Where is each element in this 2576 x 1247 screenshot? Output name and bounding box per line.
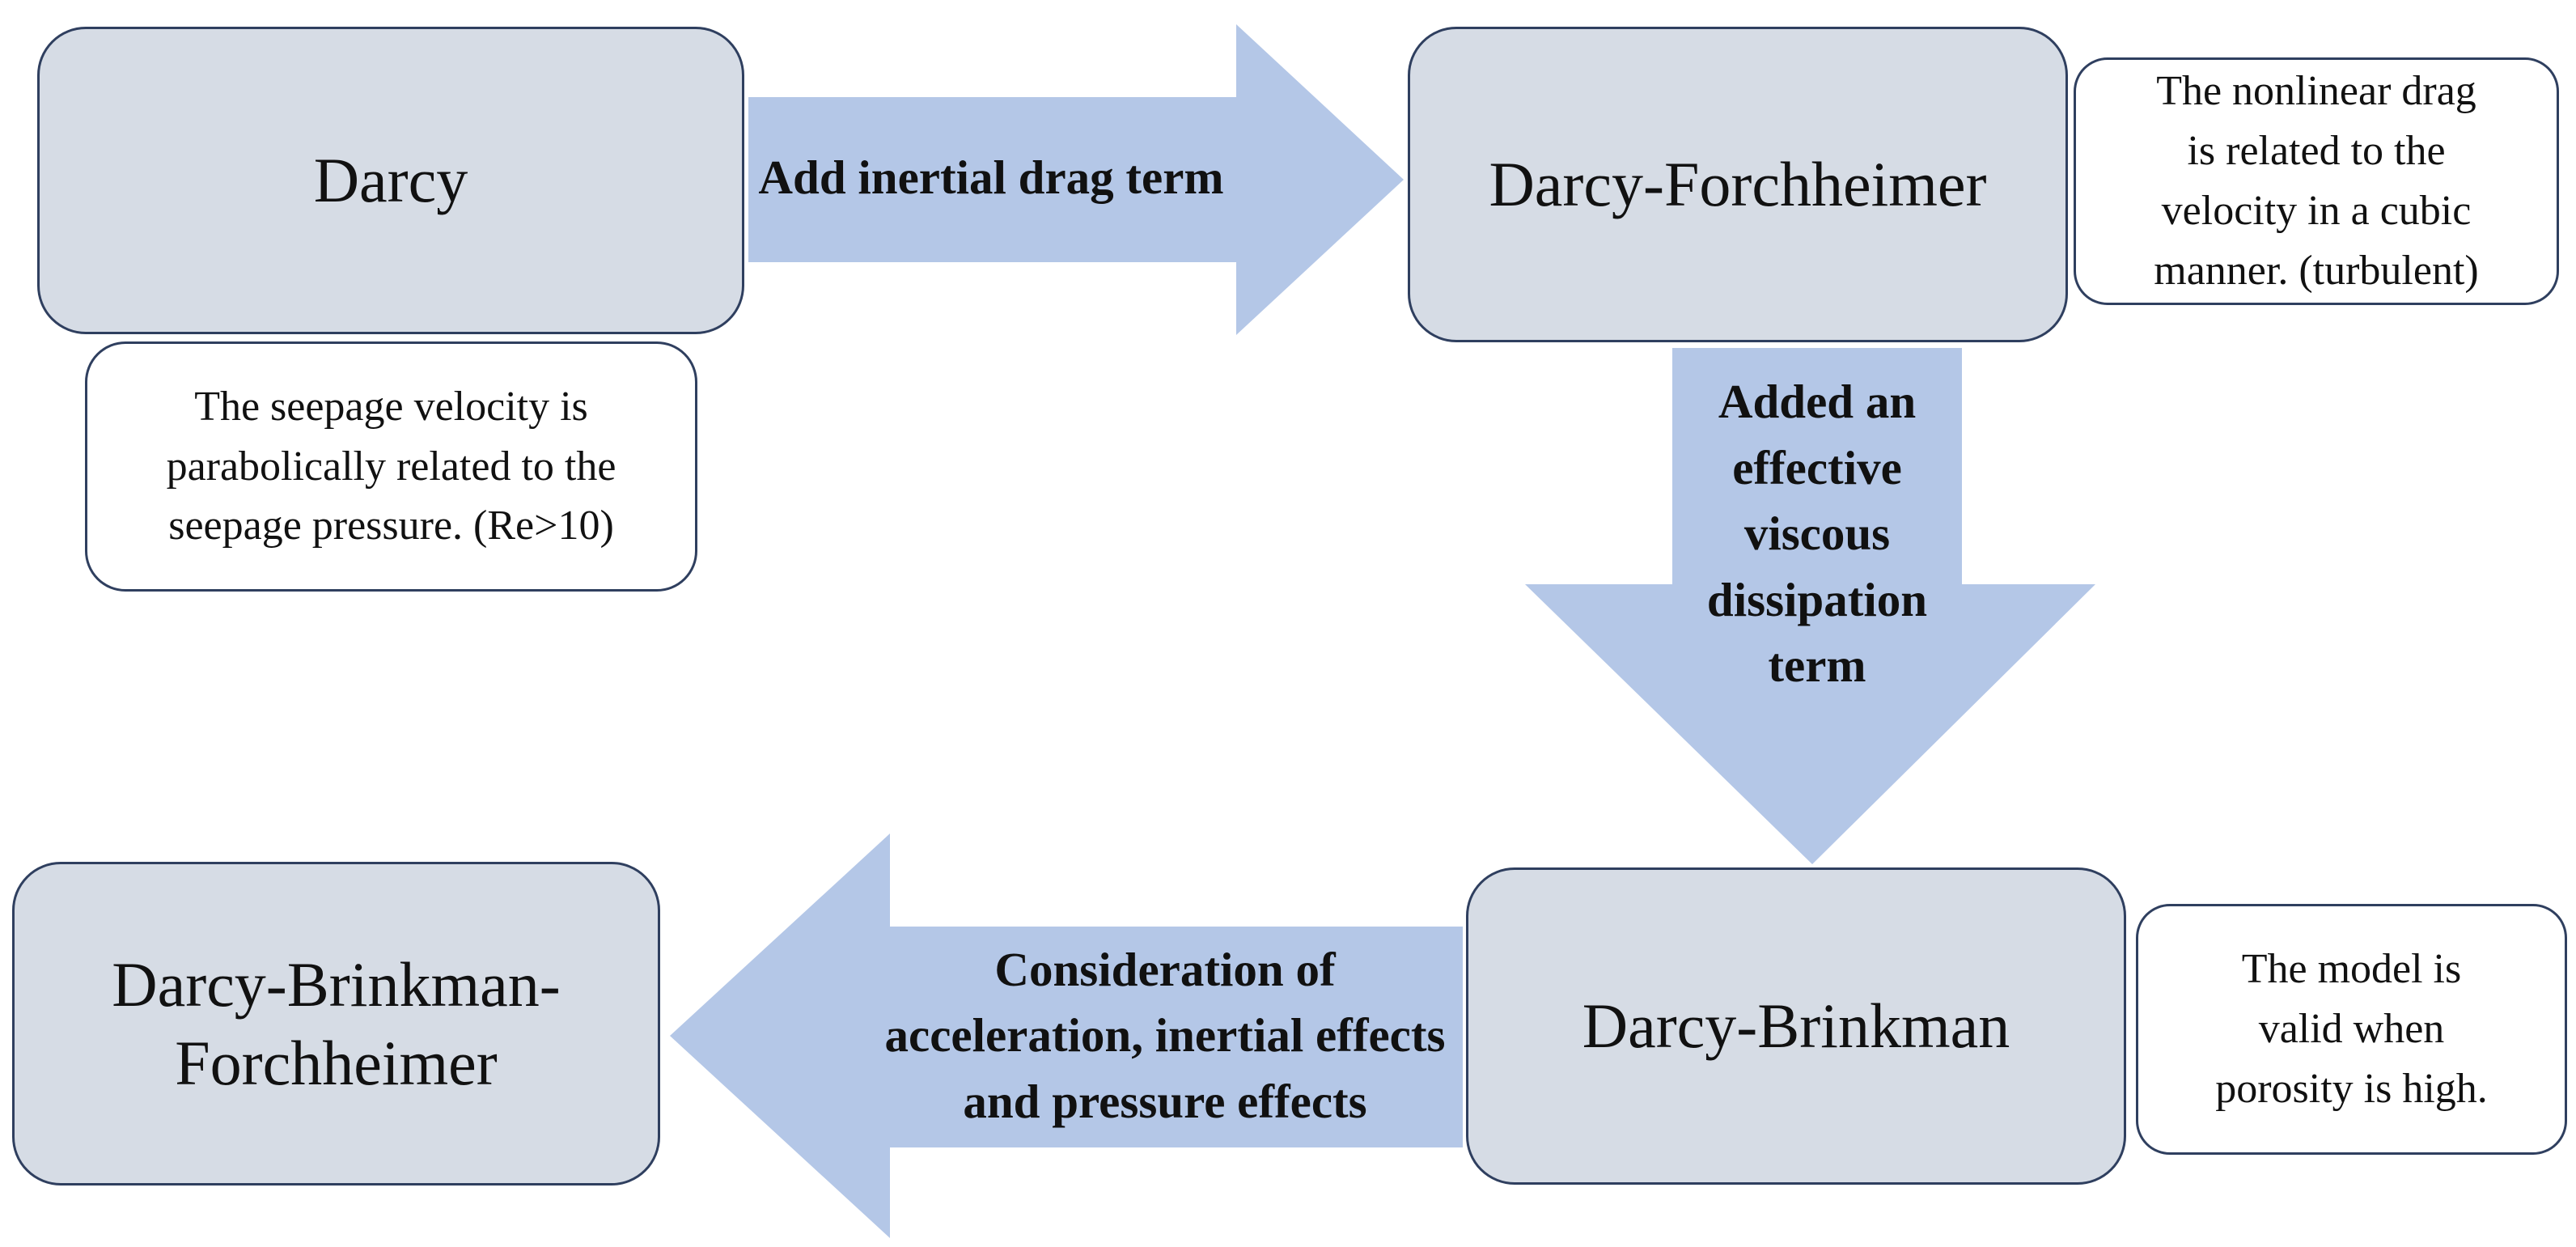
note-darcy-forchheimer: The nonlinear drag is related to the vel…	[2074, 57, 2559, 305]
arrow-right-shape	[748, 24, 1404, 335]
node-darcy-brinkman: Darcy-Brinkman	[1466, 867, 2126, 1185]
arrow-label-add-inertial-drag-text: Add inertial drag term	[758, 151, 1224, 205]
note-darcy: The seepage velocity is parabolically re…	[85, 341, 697, 592]
note-darcy-brinkman: The model is valid when porosity is high…	[2136, 904, 2567, 1155]
node-darcy-brinkman-forchheimer-label: Darcy-Brinkman- Forchheimer	[112, 948, 561, 1099]
node-darcy-brinkman-forchheimer: Darcy-Brinkman- Forchheimer	[12, 862, 660, 1185]
arrow-left-shape	[670, 833, 1463, 1238]
node-darcy: Darcy	[37, 27, 744, 334]
arrow-label-effective-viscous-text: Added an effective viscous dissipation t…	[1706, 375, 1928, 693]
arrow-down-shape	[1525, 348, 2095, 864]
arrow-label-effective-viscous: Added an effective viscous dissipation t…	[1672, 368, 1962, 700]
node-darcy-label: Darcy	[313, 145, 468, 216]
note-darcy-brinkman-text: The model is valid when porosity is high…	[2215, 946, 2488, 1112]
arrow-label-acceleration-effects: Consideration of acceleration, inertial …	[858, 931, 1472, 1141]
arrow-label-add-inertial-drag: Add inertial drag term	[748, 138, 1234, 218]
node-darcy-forchheimer-label: Darcy-Forchheimer	[1489, 149, 1987, 220]
node-darcy-brinkman-label: Darcy-Brinkman	[1582, 990, 2010, 1062]
arrow-label-acceleration-effects-text: Consideration of acceleration, inertial …	[884, 942, 1446, 1128]
node-darcy-forchheimer: Darcy-Forchheimer	[1408, 27, 2068, 342]
note-darcy-text: The seepage velocity is parabolically re…	[166, 383, 616, 549]
note-darcy-forchheimer-text: The nonlinear drag is related to the vel…	[2154, 68, 2479, 294]
